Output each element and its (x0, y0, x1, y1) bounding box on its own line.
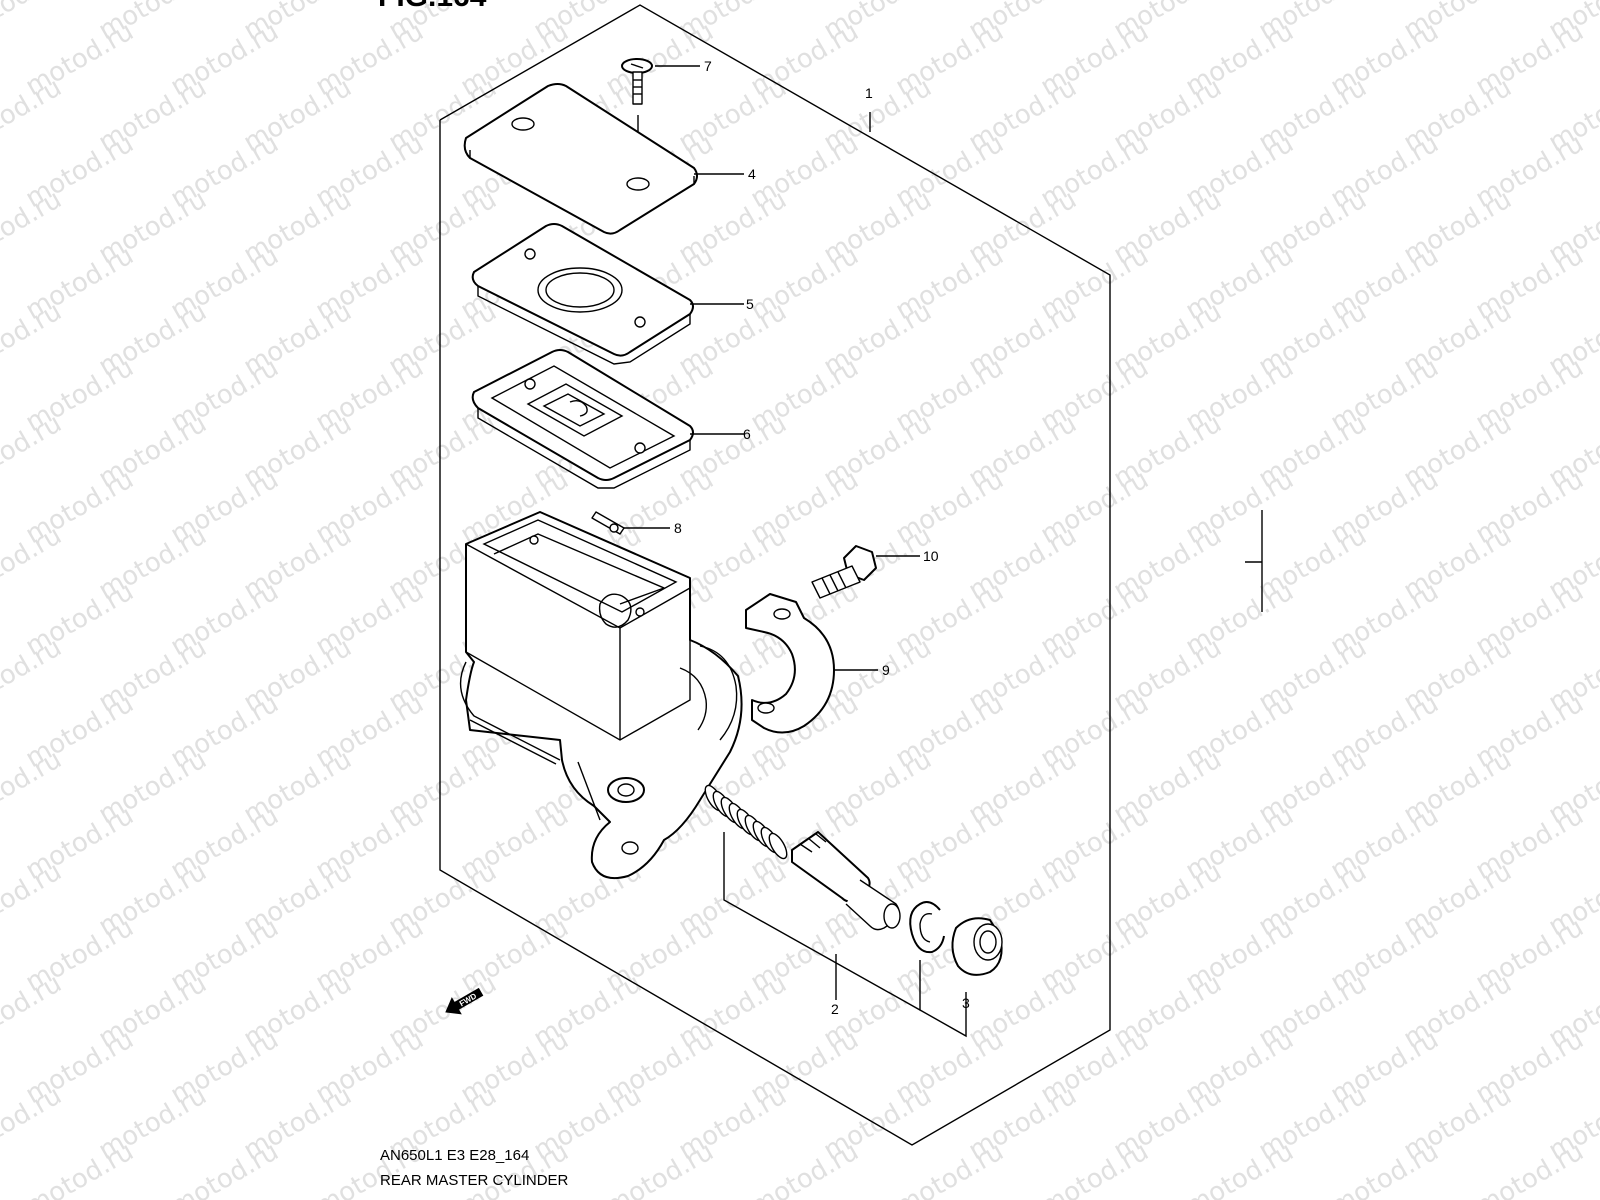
watermark-text: motod.ru (1181, 1136, 1299, 1200)
watermark-text: motod.ru (166, 1136, 284, 1200)
watermark-text: motod.ru (0, 184, 67, 270)
watermark-text: motod.ru (0, 296, 67, 382)
callout-3: 3 (962, 995, 970, 1011)
figure-title: FIG.164 (378, 0, 487, 13)
callout-4: 4 (748, 166, 756, 182)
assembly-outline (439, 4, 1111, 1146)
watermark-text: motod.ru (0, 856, 67, 942)
piston (791, 831, 901, 931)
spring-coil (768, 832, 788, 860)
watermark-text: motod.ru (746, 1136, 864, 1200)
watermark-text: motod.ru (0, 72, 67, 158)
callout-5: 5 (746, 296, 754, 312)
watermark-text: motod.ru (0, 744, 67, 830)
figure-code: AN650L1 E3 E28_164 (380, 1147, 529, 1164)
callout-labels: 1 2 3 4 5 6 7 8 9 10 (674, 58, 970, 1017)
watermark-text: motod.ru (601, 1136, 719, 1200)
watermark-text: motod.ru (0, 408, 67, 494)
leader-lines (624, 65, 967, 1038)
master-cylinder-body (459, 511, 743, 880)
watermark-text: motod.ru (1036, 1136, 1154, 1200)
diaphragm-plate-part-6 (471, 349, 694, 489)
watermark-text: motod.ru (456, 1136, 574, 1200)
watermark-text: motod.ru (311, 1136, 429, 1200)
bolt-part-10 (811, 545, 877, 599)
diaphragm-part-5 (471, 223, 694, 365)
callout-2: 2 (831, 1001, 839, 1017)
watermark-text: motod.ru (21, 1136, 139, 1200)
callout-6: 6 (743, 426, 751, 442)
watermark-text: motod.ru (0, 1080, 67, 1166)
figure-name: REAR MASTER CYLINDER (380, 1172, 569, 1189)
watermark-text: motod.ru (1326, 1136, 1444, 1200)
callout-7: 7 (704, 58, 712, 74)
clip-part-8 (591, 511, 625, 535)
spring (704, 784, 788, 860)
watermark-text: motod.ru (0, 632, 67, 718)
watermark-text: motod.ru (891, 1136, 1009, 1200)
watermark-text: motod.ru (0, 0, 67, 46)
callout-8: 8 (674, 520, 682, 536)
clamp-part-9 (745, 593, 835, 734)
callout-1: 1 (865, 85, 873, 101)
circlip (909, 901, 945, 954)
reservoir-cap-part-4 (463, 83, 698, 235)
callout-10: 10 (923, 548, 939, 564)
boot-part-3 (951, 917, 1003, 976)
callout-9: 9 (882, 662, 890, 678)
watermark-text: motod.ru (0, 968, 67, 1054)
watermark-text: motod.ru (1471, 1136, 1589, 1200)
watermark-text: motod.ru (0, 520, 67, 606)
